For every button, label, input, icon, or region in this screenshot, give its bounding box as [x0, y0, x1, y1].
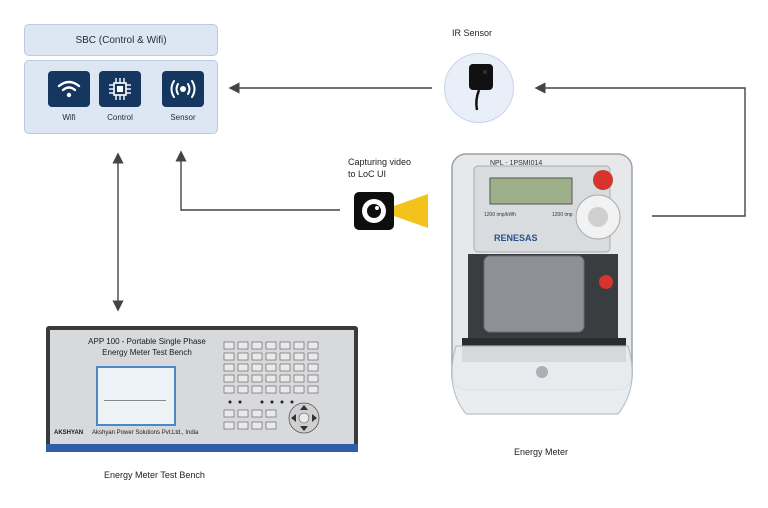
sensor-icon: [170, 80, 196, 98]
meter-model: NPL - 1PSMI014: [490, 160, 543, 167]
ir-sensor-icon: [469, 64, 493, 111]
control-tile-group: Control: [90, 71, 150, 122]
sensor-label: Sensor: [170, 113, 196, 122]
bench-base-strip: [46, 444, 358, 452]
energy-meter-image: [451, 153, 633, 415]
wifi-tile-group: Wifi: [39, 71, 99, 122]
camera-label-line1: Capturing video: [348, 157, 412, 167]
ir-sensor-circle: [444, 53, 514, 123]
chip-icon: [109, 78, 131, 100]
test-bench-caption: Energy Meter Test Bench: [104, 470, 205, 480]
bench-title: APP 100 - Portable Single Phase Energy M…: [82, 336, 212, 358]
camera-to-sbc-arrow: [175, 150, 340, 211]
bench-title-line1: APP 100 - Portable Single Phase: [88, 337, 206, 346]
meter-rating-right: 1200 imp: [552, 212, 573, 218]
wifi-label: Wifi: [62, 113, 76, 122]
meter-rating-left: 1200 imp/kWh: [484, 212, 516, 218]
bench-keypad: [223, 341, 320, 434]
test-bench-image: APP 100 - Portable Single Phase Energy M…: [46, 326, 358, 452]
sbc-title: SBC (Control & Wifi): [75, 34, 167, 46]
bench-logo: AKSHYAN: [54, 430, 84, 436]
energy-meter-caption: Energy Meter: [514, 447, 569, 457]
sensor-tile-group: Sensor: [153, 71, 213, 122]
wifi-icon: [57, 80, 81, 98]
camera-label: Capturing video to LoC UI: [348, 156, 411, 180]
bench-screen: [96, 366, 176, 426]
bench-title-line2: Energy Meter Test Bench: [102, 348, 192, 357]
sbc-title-box: SBC (Control & Wifi): [24, 24, 218, 56]
sbc-module-box: Wifi Control: [24, 60, 218, 134]
ir-sensor-label: IR Sensor: [452, 28, 493, 38]
camera-label-line2: to LoC UI: [348, 169, 387, 179]
control-tile: [99, 71, 141, 107]
sensor-tile: [162, 71, 204, 107]
camera-icon: [354, 192, 428, 230]
control-label: Control: [107, 113, 133, 122]
meter-brand: RENESAS: [494, 233, 538, 243]
bench-company: Akshyan Power Solutions Pvt.Ltd., India: [92, 430, 199, 436]
wifi-tile: [48, 71, 90, 107]
meter-to-ir-arrow: [534, 82, 746, 217]
